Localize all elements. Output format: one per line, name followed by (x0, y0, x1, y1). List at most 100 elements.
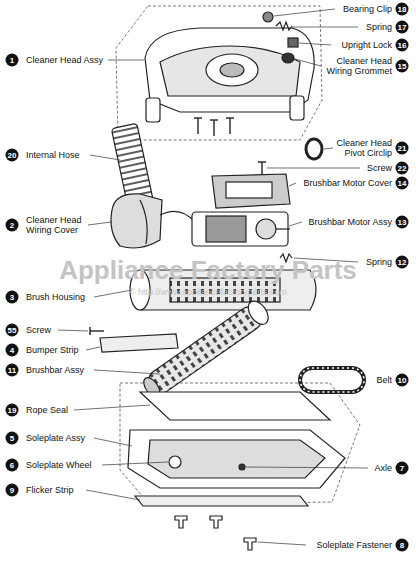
part-name: Brushbar Motor Cover (303, 178, 392, 188)
callout-number: 8 (396, 539, 409, 552)
part-name: Axle (374, 463, 392, 473)
small-parts (282, 53, 294, 63)
part-name: Belt (376, 375, 392, 385)
callout-number: 4 (6, 344, 19, 357)
screw (213, 120, 214, 136)
screw (197, 118, 198, 134)
callout-number: 21 (396, 142, 409, 155)
small-parts (288, 38, 298, 47)
callout-number: 3 (6, 291, 19, 304)
leader-line (58, 330, 88, 331)
soleplate (135, 496, 308, 506)
callout-number: 20 (6, 149, 19, 162)
brushbar-assy (244, 297, 272, 327)
part-name: Soleplate Assy (26, 433, 85, 443)
soleplate (128, 430, 345, 488)
callout-number: 19 (6, 404, 19, 417)
motor-assy (192, 212, 288, 246)
callout-number: 6 (6, 459, 19, 472)
callout-number: 17 (396, 21, 409, 34)
callout-number: 11 (6, 364, 19, 377)
wiring-cover (111, 194, 162, 248)
wiring-cover (160, 211, 195, 222)
callout-number: 15 (396, 60, 409, 73)
motor-cover (212, 174, 290, 208)
screw (89, 327, 90, 335)
leader-line (58, 9, 368, 545)
fastener (244, 538, 256, 550)
small-parts (276, 22, 292, 30)
callout-number: 13 (396, 216, 409, 229)
leader-line (299, 43, 331, 45)
callout-number: 9 (6, 484, 19, 497)
rope-seal (140, 392, 330, 420)
belt (300, 368, 364, 392)
belt (300, 368, 364, 392)
leader-line (258, 542, 306, 545)
screw (261, 162, 262, 174)
part-name: Spring (366, 22, 392, 32)
small-parts (263, 12, 322, 159)
callout-number: 10 (396, 374, 409, 387)
motor-assy (206, 216, 246, 242)
screw (194, 117, 202, 118)
leader-line (267, 168, 360, 169)
bumper-strip (100, 334, 178, 352)
leader-line (246, 467, 368, 468)
callout-number: 7 (396, 462, 409, 475)
leader-line (86, 490, 140, 500)
watermark: © http://www.appliancefactoryparts.com (129, 287, 287, 297)
part-name: Internal Hose (26, 150, 80, 160)
group-outline (120, 383, 360, 505)
part-name: Rope Seal (26, 405, 68, 415)
soleplate (239, 464, 245, 470)
leader-line (86, 347, 100, 350)
motor-assy (256, 219, 276, 239)
callout-number: 1 (6, 54, 19, 67)
brushbar-assy (139, 297, 272, 401)
callout-number: 22 (396, 162, 409, 175)
part-name: Screw (367, 163, 392, 173)
soleplate (169, 456, 181, 468)
cleaner-head (290, 96, 304, 120)
leader-line (90, 155, 120, 160)
part-name: Screw (26, 325, 51, 335)
fastener (175, 516, 187, 528)
leader-line (295, 59, 321, 66)
motor-cover (212, 174, 290, 208)
fastener (175, 516, 256, 550)
leader-line (292, 27, 358, 28)
part-name: Cleaner Head Pivot Circlip (330, 138, 392, 158)
bumper-strip (100, 334, 178, 352)
screw (258, 161, 266, 162)
part-name: Cleaner Head Assy (26, 55, 103, 65)
callout-number: 12 (396, 256, 409, 269)
motor-assy (276, 228, 290, 229)
leader-line (94, 438, 132, 446)
screw (226, 117, 234, 118)
part-name: Upright Lock (341, 40, 392, 50)
part-name: Flicker Strip (26, 485, 74, 495)
leader-line (74, 405, 150, 410)
cleaner-head (160, 46, 300, 96)
callout-number: 2 (6, 219, 19, 232)
screw (229, 118, 230, 134)
leader-line (108, 60, 144, 61)
part-name: Cleaner Head Wiring Cover (26, 215, 88, 235)
rope-seal (140, 392, 330, 420)
leader-line (88, 222, 111, 225)
leader-line (94, 370, 160, 374)
motor-cover (226, 182, 272, 198)
callout-number: 55 (6, 324, 19, 337)
brushbar-assy (145, 303, 265, 397)
cleaner-head (220, 63, 244, 77)
leader-line (289, 222, 302, 226)
cleaner-head (145, 28, 314, 122)
leader-line (324, 148, 333, 149)
leader-line (274, 9, 335, 16)
callout-number: 14 (396, 177, 409, 190)
cleaner-head (146, 98, 160, 122)
callout-number: 16 (396, 39, 409, 52)
small-parts (263, 12, 273, 22)
part-name: Brushbar Motor Assy (308, 217, 392, 227)
